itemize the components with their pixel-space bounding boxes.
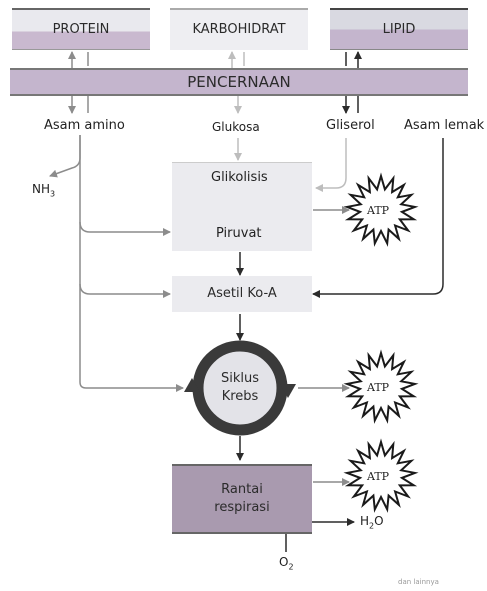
gliserol-label: Gliserol <box>326 118 375 133</box>
atp-burst-1 <box>343 172 419 247</box>
o2-base: O <box>279 555 289 569</box>
arrow-asam-amino-to-asetil <box>79 283 171 298</box>
protein-box: PROTEIN <box>12 8 150 50</box>
piruvat-label: Piruvat <box>216 226 262 241</box>
pencernaan-label: PENCERNAAN <box>187 73 291 91</box>
arrow-asam-amino-to-krebs <box>79 135 184 392</box>
siklus-krebs-label-wrap: Siklus Krebs <box>205 368 275 408</box>
atp-label-3: ATP <box>367 470 390 483</box>
h2o-pre: H <box>360 514 370 528</box>
lipid-box: LIPID <box>330 8 468 50</box>
protein-label: PROTEIN <box>52 21 110 37</box>
atp-label-2: ATP <box>367 381 390 394</box>
atp-burst-3 <box>343 438 419 513</box>
nh3-base: NH <box>32 182 50 196</box>
arrow-to-nh3 <box>49 135 81 178</box>
karbohidrat-box: KARBOHIDRAT <box>170 8 308 50</box>
cycle-arrowhead-right <box>280 384 296 398</box>
arrow-gliserol-to-glikolisis <box>315 138 347 192</box>
nh3-label: NH3 <box>32 182 55 198</box>
asetil-koa-box: Asetil Ko-A <box>172 276 312 312</box>
atp-burst-2 <box>343 349 419 424</box>
krebs-cycle-ring <box>184 340 296 436</box>
atp-label-1: ATP <box>367 204 390 217</box>
asam-lemak-label: Asam lemak <box>404 118 485 133</box>
arrow-asam-amino-to-piruvat <box>79 221 171 236</box>
watermark: dan lainnya <box>398 578 439 586</box>
rantai-respirasi-box: Rantai respirasi <box>172 464 312 534</box>
lipid-label: LIPID <box>382 21 416 37</box>
pencernaan-bar: PENCERNAAN <box>10 68 468 96</box>
asetil-koa-label: Asetil Ko-A <box>207 286 277 301</box>
cycle-arrowhead-left <box>184 378 200 392</box>
o2-label: O2 <box>279 555 294 571</box>
rantai-respirasi-label: Rantai respirasi <box>214 482 270 515</box>
asam-amino-label: Asam amino <box>44 118 125 133</box>
h2o-sub: 2 <box>369 521 375 531</box>
nh3-sub: 3 <box>50 189 56 199</box>
o2-sub: 2 <box>288 562 294 572</box>
arrow-asam-lemak-to-asetil <box>312 138 444 298</box>
glukosa-label: Glukosa <box>212 120 260 134</box>
karbohidrat-label: KARBOHIDRAT <box>192 22 286 37</box>
h2o-label: H2O <box>360 514 384 530</box>
siklus-krebs-label: Siklus Krebs <box>220 371 260 404</box>
glikolisis-box <box>172 162 312 251</box>
h2o-post: O <box>374 514 384 528</box>
glikolisis-label: Glikolisis <box>211 170 268 185</box>
